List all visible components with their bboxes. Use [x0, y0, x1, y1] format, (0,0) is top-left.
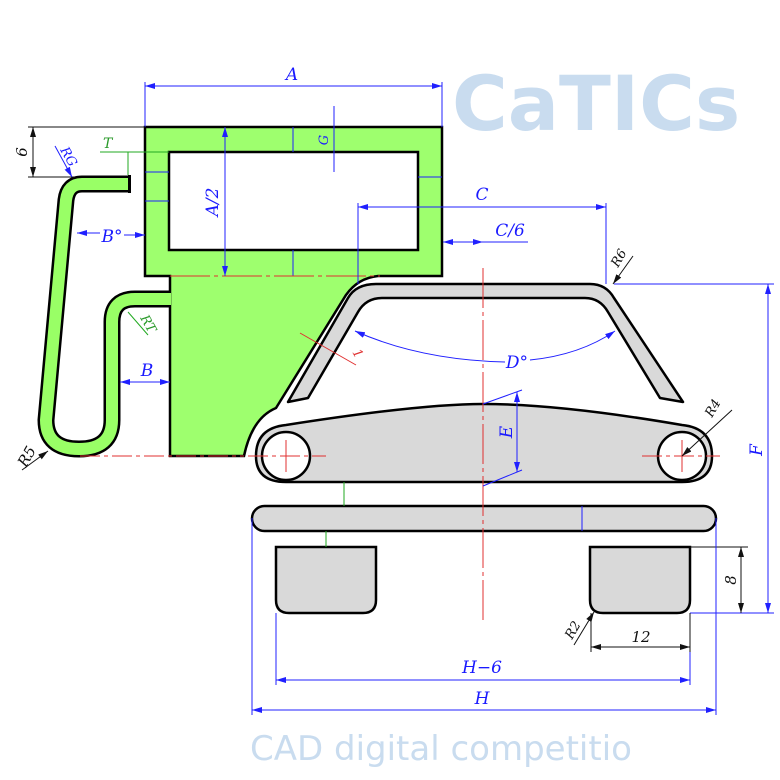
dim-F: F	[747, 443, 767, 457]
dim-A-half: A/2	[203, 188, 223, 219]
dim-12: 12	[631, 628, 650, 646]
car-bumper	[250, 504, 718, 533]
dim-6: 6	[13, 147, 31, 157]
dim-1: 1	[349, 347, 366, 362]
dim-8: 8	[722, 575, 740, 585]
dim-R4: R4	[702, 397, 725, 421]
dim-E: E	[497, 425, 517, 439]
dim-G: G	[317, 135, 332, 145]
dim-RT: RT	[136, 312, 159, 337]
dim-H: H	[474, 689, 491, 709]
dim-B: B	[140, 361, 154, 381]
dim-D-deg: D°	[505, 353, 528, 373]
dim-R6: R6	[608, 247, 631, 271]
car-body	[254, 402, 714, 484]
watermark-logo: CaTICs	[452, 59, 740, 148]
dim-T: T	[103, 136, 114, 152]
dim-C-sixth: C/6	[495, 221, 525, 241]
dim-C: C	[475, 185, 488, 205]
dim-RG: RG	[56, 144, 80, 170]
dim-R2: R2	[562, 619, 585, 643]
dim-B-deg: B°	[101, 227, 123, 247]
dim-A: A	[284, 65, 298, 85]
wheel-right	[588, 545, 692, 615]
wheel-left	[274, 545, 378, 615]
dim-R5: R5	[13, 443, 40, 471]
car-roof	[286, 282, 685, 404]
dim-H-minus-6: H−6	[461, 658, 502, 678]
watermark-tagline: CAD digital competitio	[250, 729, 632, 769]
